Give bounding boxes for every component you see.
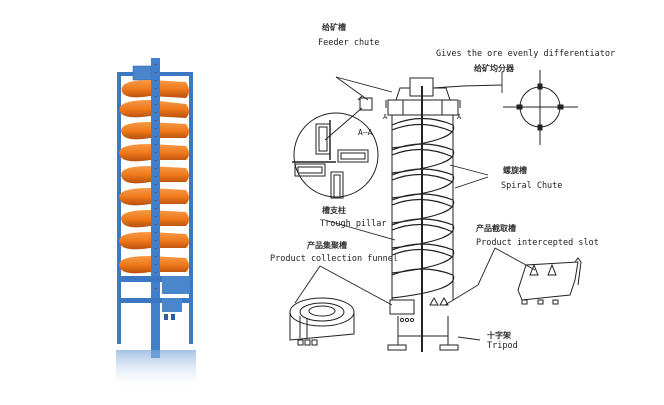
tripod-label: Tripod <box>487 341 518 351</box>
section-aa-view <box>292 95 379 199</box>
trough-pillar-label: Trough pillar <box>320 219 387 229</box>
spiral-chute-label-cn: 螺旋槽 <box>503 166 527 175</box>
tripod-label-cn: 十字架 <box>487 331 511 340</box>
distributor-top-view <box>503 70 578 145</box>
trough-pillar-label-cn: 槽支柱 <box>322 206 346 215</box>
section-marks <box>385 100 461 108</box>
intercepted-slot-label: Product intercepted slot <box>476 238 599 248</box>
distributor-label: Gives the ore evenly differentiator <box>436 49 616 59</box>
distributor-label-cn: 给矿均分器 <box>474 64 514 73</box>
section-aa-label: A—A <box>358 128 373 137</box>
leader-lines <box>294 72 536 341</box>
collection-funnel-label-cn: 产品集聚槽 <box>307 241 347 250</box>
spiral-turns-diagram <box>391 117 455 299</box>
spiral-chute-label: Spiral Chute <box>501 181 563 191</box>
collection-funnel-label: Product collection funnel <box>270 254 398 264</box>
base-frame <box>119 276 191 320</box>
reflection <box>116 350 196 390</box>
feeder-chute-label-cn: 给矿槽 <box>322 23 346 32</box>
collection-funnel <box>289 297 355 346</box>
feeder-chute-label: Feeder chute <box>318 38 380 48</box>
tripod-base <box>387 296 459 351</box>
intercepted-slot-label-cn: 产品截取槽 <box>476 224 516 233</box>
section-a-left: A <box>383 113 388 121</box>
intercepted-slot <box>517 257 582 305</box>
section-a-right: A <box>457 113 462 121</box>
